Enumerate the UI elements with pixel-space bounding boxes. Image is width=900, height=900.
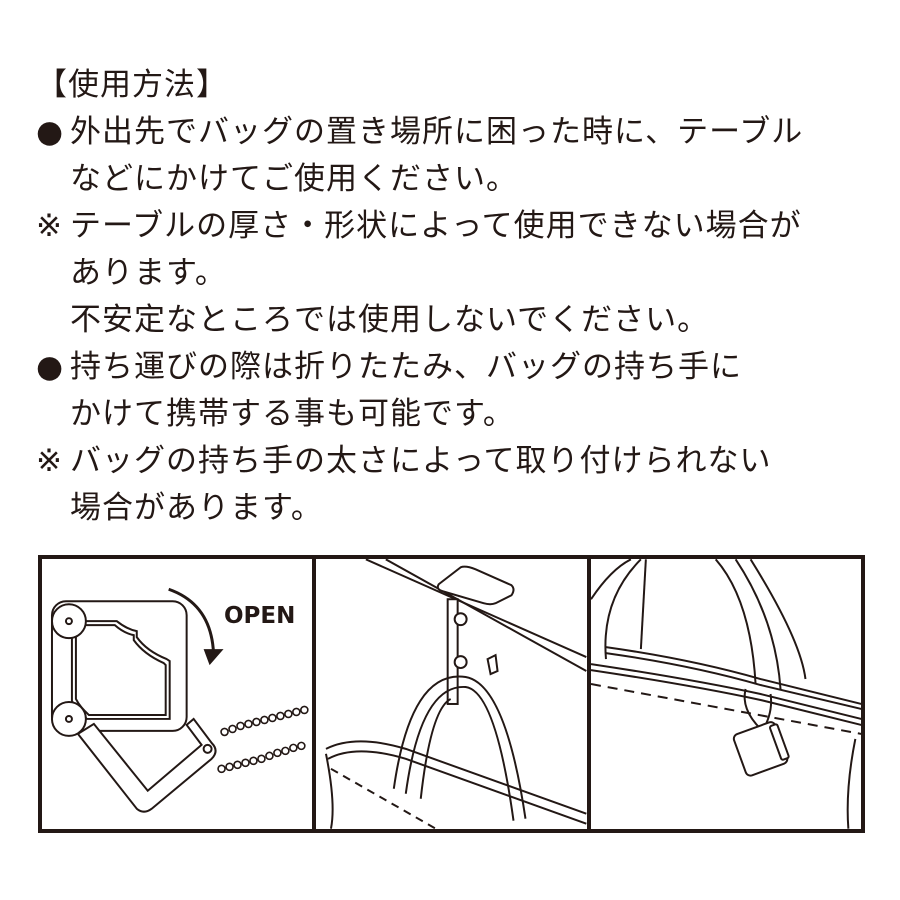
bullet-marker: ● [36,349,65,385]
illustration-panel-open: OPEN [42,559,317,829]
section-title: 【使用方法】 [36,67,228,103]
note-1-line-2: あります。 [70,255,227,291]
instruction-1-line-2: などにかけてご使用ください。 [70,161,518,197]
instruction-2-line-1: ●持ち運びの際は折りたたみ、バッグの持ち手に [36,344,876,391]
bullet-marker: ● [36,114,65,150]
note-2-line-2: 場合があります。 [70,490,323,526]
illustration-panel-bag-handle [590,559,861,829]
tote-bag-handle-icon [590,559,861,829]
hanging-hook-icon [325,559,587,829]
folding-hook-icon [50,587,309,813]
open-label: OPEN [224,603,296,629]
note-marker: ※ [36,443,63,479]
note-1-line-1: ※テーブルの厚さ・形状によって使用できない場合が [36,203,876,250]
illustration-panel-table [316,559,591,829]
note-marker: ※ [36,208,63,244]
illustration-strip: OPEN [38,555,865,833]
instruction-1-line-1: ●外出先でバッグの置き場所に困った時に、テーブル [36,109,876,156]
usage-instructions: 【使用方法】 ●外出先でバッグの置き場所に困った時に、テーブル などにかけてご使… [36,62,876,532]
note-2-line-1: ※バッグの持ち手の太さによって取り付けられない [36,438,876,485]
instruction-2-line-2: かけて携帯する事も可能です。 [70,396,515,432]
note-1-line-3: 不安定なところでは使用しないでください。 [70,302,710,338]
